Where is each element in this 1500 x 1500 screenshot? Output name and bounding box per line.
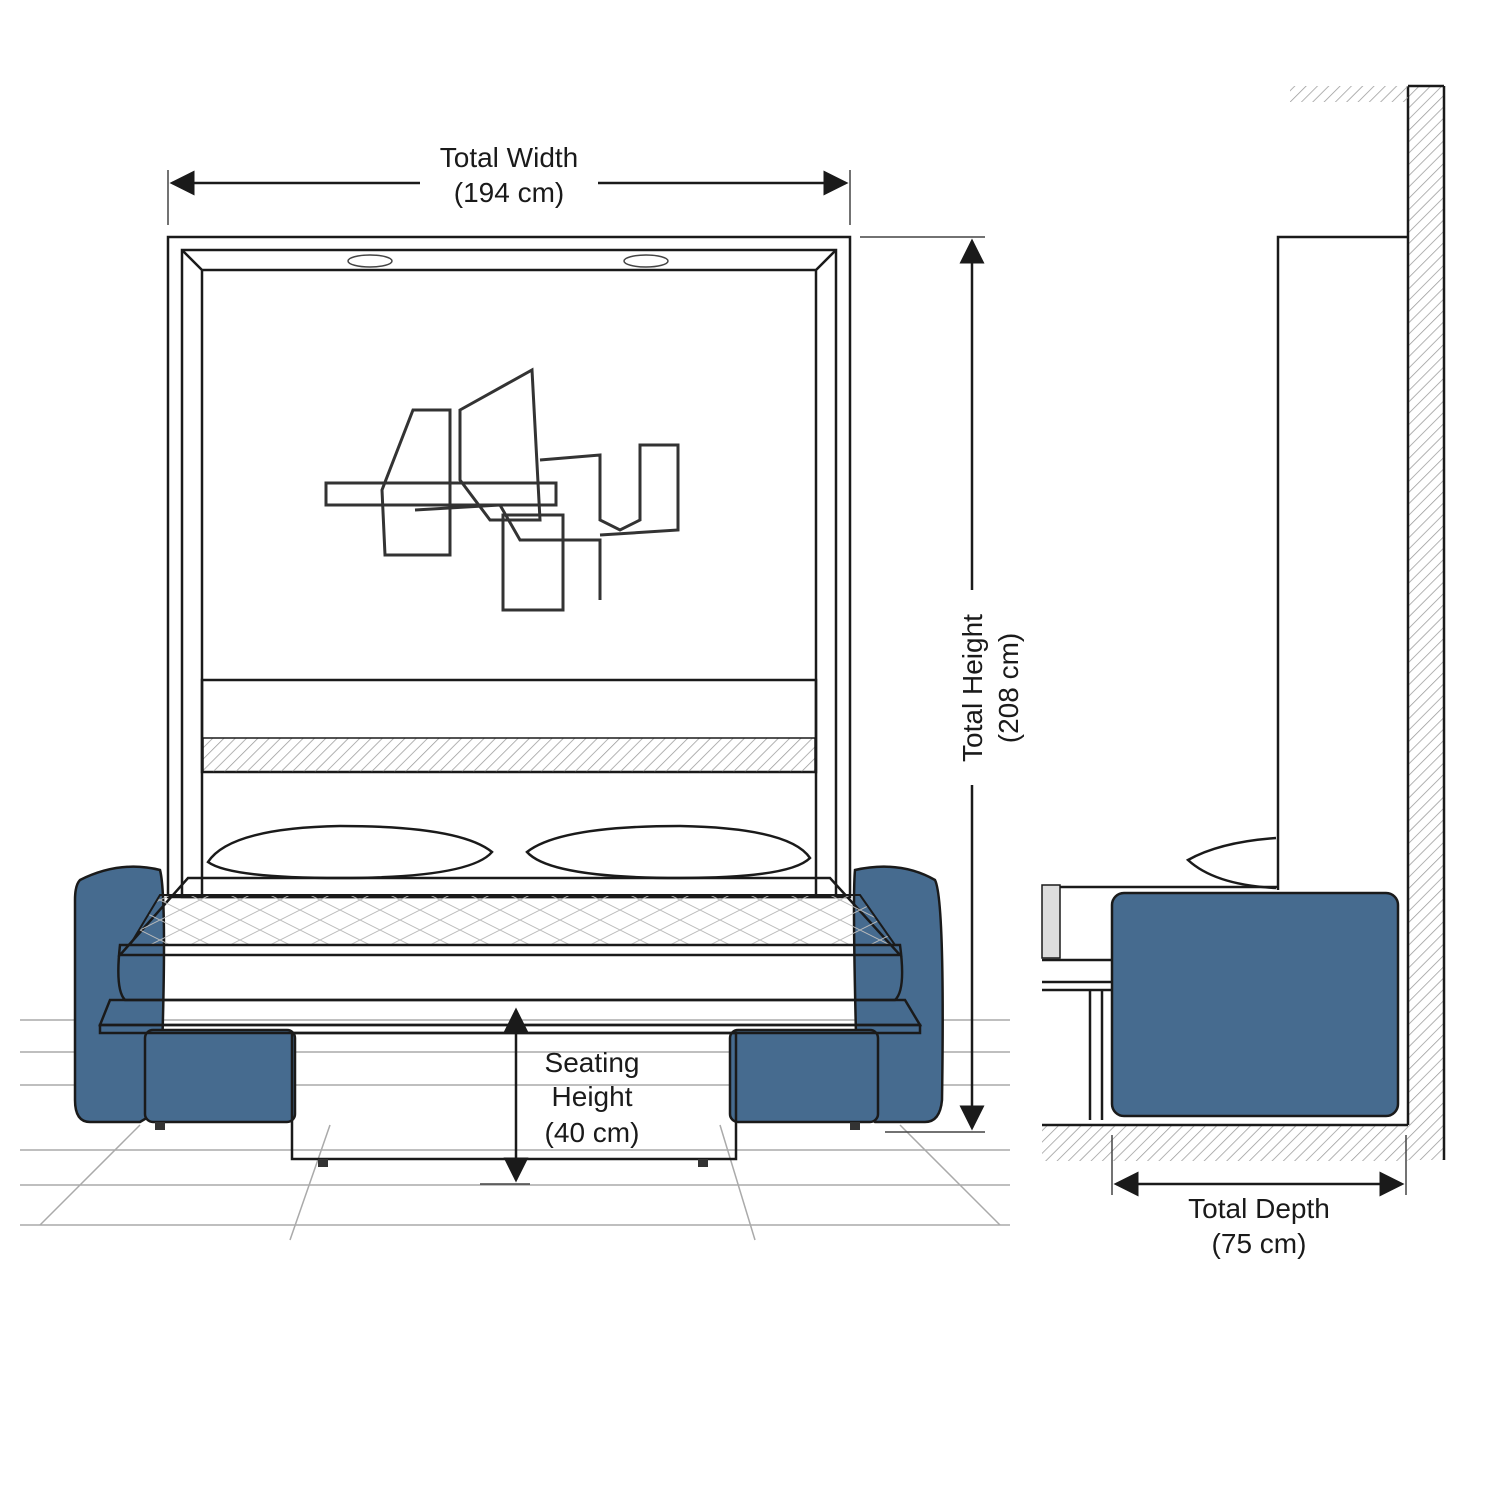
total-height-dimension: Total Height (208 cm) <box>860 236 1024 1133</box>
ceiling-light-icon <box>623 254 669 268</box>
wall-bed-cabinet <box>166 235 852 899</box>
side-view: Total Depth (75 cm) <box>1041 84 1446 1259</box>
total-width-dimension: Total Width (194 cm) <box>167 142 851 225</box>
pillows <box>206 824 812 880</box>
total-width-label: Total Width <box>440 142 579 173</box>
seating-height-label-line2: Height <box>552 1081 633 1112</box>
total-height-label: Total Height <box>957 614 988 762</box>
seating-height-dimension: Seating Height (40 cm) <box>480 1007 640 1185</box>
total-depth-label: Total Depth <box>1188 1193 1330 1224</box>
mattress <box>98 876 923 1167</box>
total-width-value: (194 cm) <box>454 177 564 208</box>
total-height-value: (208 cm) <box>993 633 1024 743</box>
seating-height-value: (40 cm) <box>545 1117 640 1148</box>
seating-height-label-line1: Seating <box>545 1047 640 1078</box>
ceiling-light-icon <box>347 254 393 268</box>
sofa-side-view <box>1110 891 1400 1118</box>
total-depth-value: (75 cm) <box>1212 1228 1307 1259</box>
wall-art-decoration <box>324 367 680 612</box>
